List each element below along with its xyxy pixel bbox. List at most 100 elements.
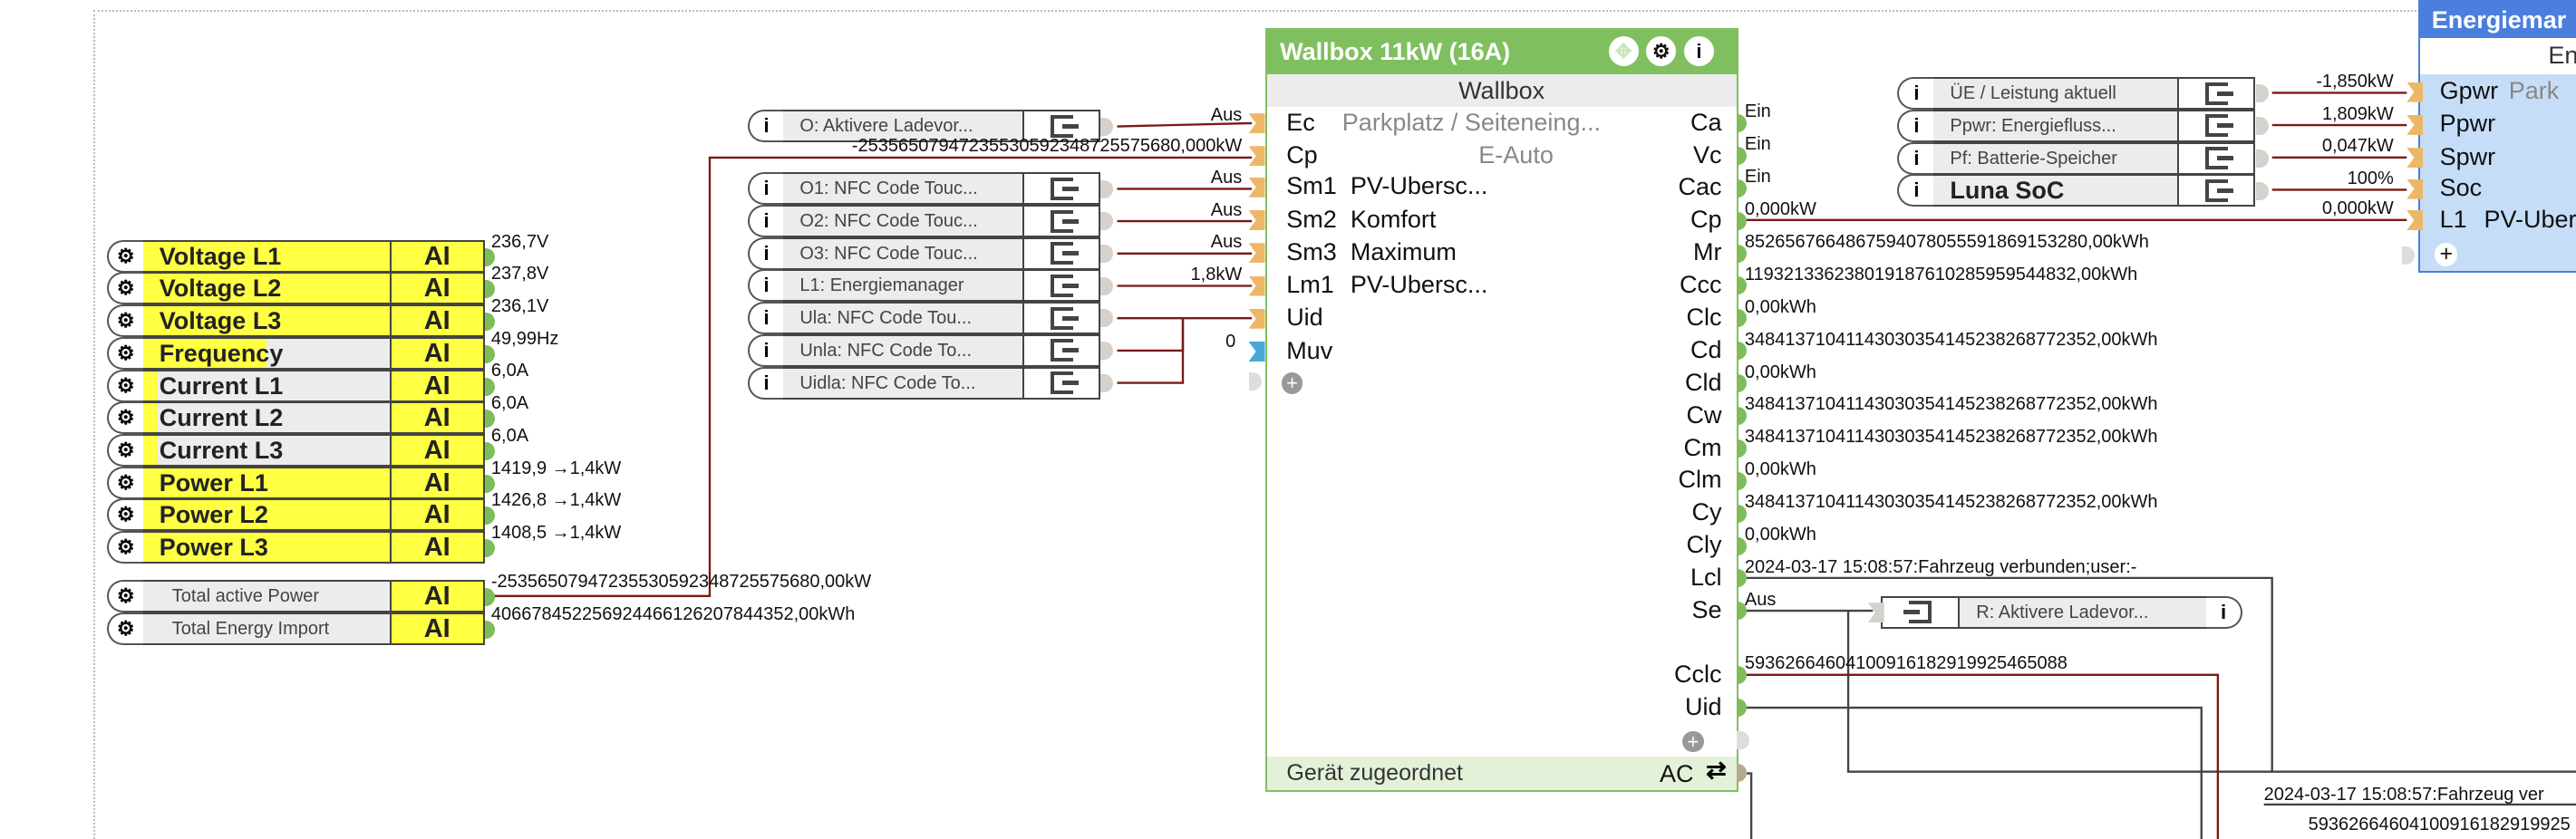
output-port[interactable]: [1736, 374, 1747, 393]
output-port[interactable]: [2255, 149, 2269, 168]
ac-port[interactable]: [1736, 763, 1747, 782]
input-port[interactable]: [1248, 146, 1265, 167]
output-port[interactable]: [1736, 146, 1747, 165]
info-icon[interactable]: i: [747, 269, 784, 303]
wire-uid[interactable]: [1746, 706, 2203, 839]
add-input-icon[interactable]: +: [1281, 372, 1303, 394]
output-port[interactable]: [1736, 114, 1747, 132]
info-icon[interactable]: i: [747, 366, 784, 400]
exit-icon-cell[interactable]: [1022, 110, 1101, 143]
info-icon[interactable]: i: [2206, 595, 2243, 629]
output-port[interactable]: [1100, 373, 1114, 392]
gear-icon[interactable]: ⚙: [106, 498, 143, 532]
add-output-port[interactable]: [1736, 730, 1749, 749]
output-port[interactable]: [1736, 342, 1747, 361]
output-port[interactable]: [484, 441, 495, 460]
input-port[interactable]: [1867, 603, 1884, 623]
add-input-icon[interactable]: +: [2435, 242, 2458, 266]
wire-total-power-to-cp[interactable]: [492, 156, 1253, 597]
output-port[interactable]: [1736, 504, 1747, 523]
output-port[interactable]: [1736, 439, 1747, 458]
entry-icon-cell[interactable]: [1881, 595, 1961, 629]
output-port[interactable]: [484, 620, 495, 639]
info-icon[interactable]: i: [747, 110, 784, 143]
gear-icon[interactable]: ⚙: [106, 272, 143, 305]
output-port[interactable]: [1736, 602, 1747, 621]
energiemanager-header[interactable]: Energiemar: [2420, 2, 2576, 38]
wire-ac[interactable]: [1746, 772, 1753, 839]
input-port[interactable]: [1248, 342, 1265, 362]
output-port[interactable]: [1736, 407, 1747, 425]
exit-icon-cell[interactable]: [2176, 77, 2256, 111]
gear-icon[interactable]: ⚙: [106, 466, 143, 499]
exit-icon-cell[interactable]: [1022, 269, 1101, 303]
input-port[interactable]: [1248, 243, 1265, 264]
info-icon[interactable]: i: [1683, 36, 1714, 67]
input-port[interactable]: [2407, 114, 2424, 135]
output-port[interactable]: [484, 313, 495, 332]
output-port[interactable]: [1100, 276, 1114, 295]
input-port[interactable]: [2407, 148, 2424, 169]
add-input-port[interactable]: [1248, 372, 1262, 391]
output-port[interactable]: [484, 539, 495, 557]
exit-icon-cell[interactable]: [1022, 236, 1101, 270]
info-icon[interactable]: i: [1897, 174, 1934, 207]
info-icon[interactable]: i: [1897, 77, 1934, 111]
gear-icon[interactable]: ⚙: [106, 336, 143, 370]
output-port[interactable]: [2255, 181, 2269, 200]
output-port[interactable]: [1736, 178, 1747, 198]
exit-icon-cell[interactable]: [1022, 302, 1101, 335]
input-port[interactable]: [1248, 308, 1265, 329]
output-port[interactable]: [1736, 276, 1747, 295]
output-port[interactable]: [1736, 699, 1747, 718]
input-port[interactable]: [2407, 82, 2424, 102]
gear-icon[interactable]: ⚙: [106, 531, 143, 564]
wire-cclc[interactable]: [1746, 673, 2220, 839]
add-output-icon[interactable]: +: [1682, 730, 1704, 753]
output-port[interactable]: [484, 587, 495, 606]
exit-icon-cell[interactable]: [2176, 141, 2256, 175]
output-port[interactable]: [484, 506, 495, 526]
info-icon[interactable]: i: [747, 333, 784, 367]
receiver-block[interactable]: R: Aktivere Ladevor...i: [1881, 595, 2243, 629]
wire[interactable]: [1117, 318, 1185, 384]
gear-icon[interactable]: ⚙: [106, 239, 143, 273]
info-icon[interactable]: i: [747, 172, 784, 206]
output-port[interactable]: [1736, 309, 1747, 328]
move-icon[interactable]: ✥: [1608, 36, 1639, 67]
output-port[interactable]: [1736, 244, 1747, 263]
output-port[interactable]: [1100, 179, 1114, 198]
gear-icon[interactable]: ⚙: [106, 579, 143, 612]
wallbox-header[interactable]: Wallbox 11kW (16A)✥⚙i: [1266, 29, 1737, 74]
input-port[interactable]: [1248, 113, 1265, 134]
exit-icon-cell[interactable]: [1022, 205, 1101, 237]
output-port[interactable]: [2255, 84, 2269, 103]
gear-icon[interactable]: ⚙: [106, 401, 143, 435]
exit-icon-cell[interactable]: [2176, 109, 2256, 142]
wire-lcl[interactable]: [1746, 576, 2576, 773]
output-port[interactable]: [1736, 536, 1747, 555]
wire[interactable]: [1117, 121, 1253, 128]
wire-se-branch[interactable]: [1846, 611, 2272, 773]
input-port[interactable]: [1248, 177, 1265, 198]
gear-icon[interactable]: ⚙: [1646, 36, 1677, 67]
exit-icon-cell[interactable]: [2176, 174, 2256, 207]
input-port[interactable]: [1248, 210, 1265, 230]
